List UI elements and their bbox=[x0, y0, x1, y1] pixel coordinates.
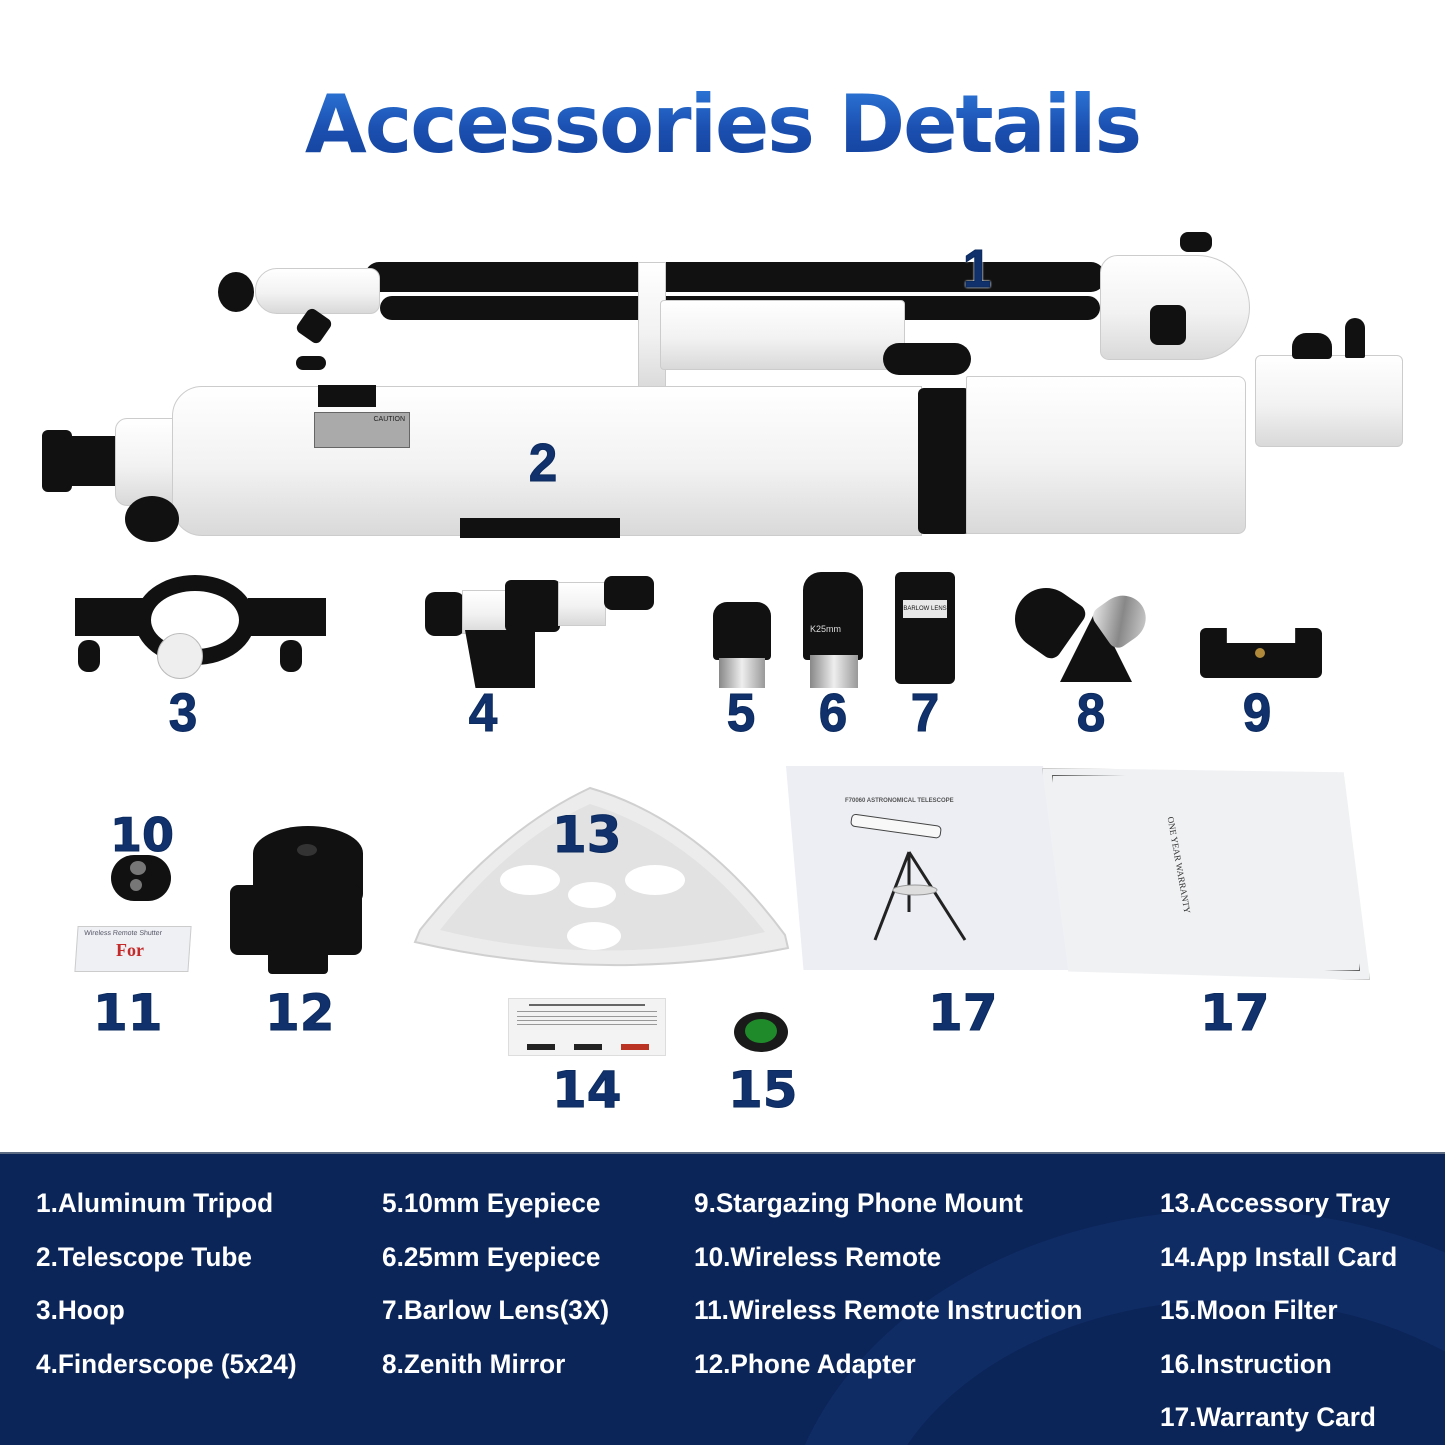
legend-item-16: 16.Instruction bbox=[1160, 1348, 1332, 1379]
callout-5: 5 bbox=[726, 683, 756, 743]
callout-16: 17 bbox=[928, 984, 999, 1042]
legend-panel bbox=[0, 1152, 1445, 1445]
legend-column-1: 1.Aluminum Tripod 2.Telescope Tube 3.Hoo… bbox=[36, 1177, 305, 1391]
eyepiece-25mm-label: K25mm bbox=[810, 624, 842, 634]
manual-title: F70060 ASTRONOMICAL TELESCOPE bbox=[845, 798, 954, 804]
legend-item-11: 11.Wireless Remote Instruction bbox=[694, 1295, 1083, 1325]
legend-item-17: 17.Warranty Card bbox=[1160, 1402, 1376, 1432]
callout-15: 15 bbox=[728, 1061, 799, 1119]
callout-17: 17 bbox=[1200, 984, 1271, 1042]
legend-item-15: 15.Moon Filter bbox=[1160, 1295, 1338, 1325]
legend-item-10: 10.Wireless Remote bbox=[694, 1241, 942, 1272]
legend-item-6: 6.25mm Eyepiece bbox=[382, 1241, 601, 1272]
callout-8: 8 bbox=[1076, 683, 1106, 743]
legend-item-4: 4.Finderscope (5x24) bbox=[36, 1348, 297, 1379]
legend-item-5: 5.10mm Eyepiece bbox=[382, 1188, 601, 1218]
page-title: Accessories Details bbox=[0, 78, 1445, 171]
callout-4: 4 bbox=[468, 683, 498, 743]
callout-12: 12 bbox=[265, 984, 336, 1042]
callout-1: 1 bbox=[962, 239, 992, 299]
legend-item-9: 9.Stargazing Phone Mount bbox=[694, 1188, 1023, 1218]
legend-item-1: 1.Aluminum Tripod bbox=[36, 1188, 274, 1218]
callout-14: 14 bbox=[552, 1061, 623, 1119]
legend-column-3: 9.Stargazing Phone Mount 10.Wireless Rem… bbox=[694, 1177, 1094, 1391]
legend-item-12: 12.Phone Adapter bbox=[694, 1348, 916, 1379]
callout-10: 10 bbox=[109, 808, 175, 862]
legend-item-2: 2.Telescope Tube bbox=[36, 1241, 252, 1272]
legend-item-7: 7.Barlow Lens(3X) bbox=[382, 1295, 610, 1325]
callout-11: 11 bbox=[93, 984, 164, 1042]
callout-9: 9 bbox=[1242, 683, 1272, 743]
legend-item-3: 3.Hoop bbox=[36, 1295, 125, 1325]
legend-item-13: 13.Accessory Tray bbox=[1160, 1188, 1391, 1218]
legend-column-2: 5.10mm Eyepiece 6.25mm Eyepiece 7.Barlow… bbox=[382, 1177, 616, 1391]
callout-13: 13 bbox=[552, 806, 623, 864]
legend-item-14: 14.App Install Card bbox=[1160, 1241, 1398, 1272]
callout-2: 2 bbox=[528, 433, 558, 493]
callout-3: 3 bbox=[168, 683, 198, 743]
legend-column-4: 13.Accessory Tray 14.App Install Card 15… bbox=[1160, 1177, 1405, 1445]
callout-7: 7 bbox=[910, 683, 940, 743]
callout-6: 6 bbox=[818, 683, 848, 743]
caution-sticker: CAUTION bbox=[314, 412, 410, 448]
barlow-label: BARLOW LENS 3X bbox=[903, 600, 947, 618]
legend-item-8: 8.Zenith Mirror bbox=[382, 1348, 566, 1379]
